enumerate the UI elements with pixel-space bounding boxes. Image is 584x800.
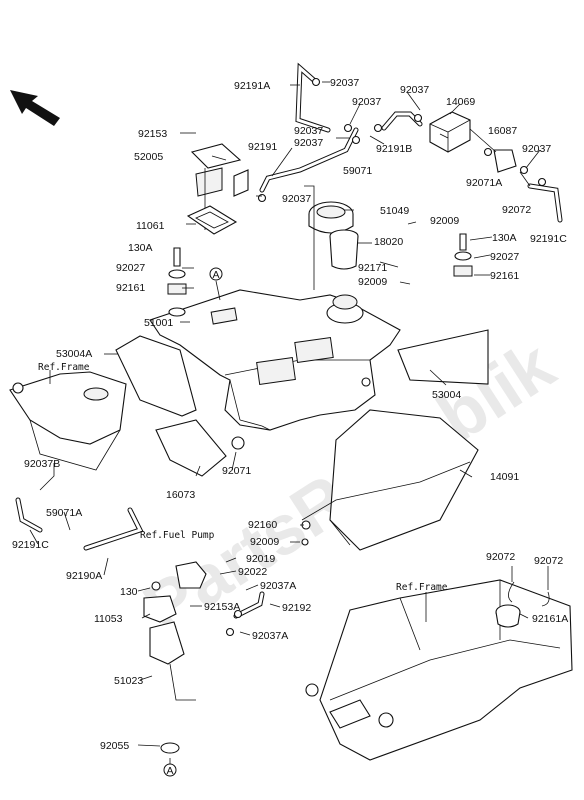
filler-cap: [308, 201, 354, 234]
label-92019: 92019: [246, 553, 275, 565]
clamps: [225, 77, 547, 637]
label-92192: 92192: [282, 602, 311, 614]
label-92161: 92161: [490, 270, 519, 282]
callout-a-top-text: A: [212, 269, 219, 281]
label-92037: 92037: [294, 137, 323, 149]
label-11061: 11061: [136, 220, 165, 232]
label-51023: 51023: [114, 675, 143, 687]
label-92037A: 92037A: [252, 630, 288, 642]
damper-92161A: [495, 581, 550, 628]
gasket: [186, 205, 238, 235]
label-53004: 53004: [432, 389, 461, 401]
tray-14091: [301, 409, 479, 551]
label-92191: 92191: [248, 141, 277, 153]
label-59071A: 59071A: [46, 507, 82, 519]
label-92071A: 92071A: [466, 177, 502, 189]
callout-a-bottom: A: [160, 742, 180, 777]
label-16073: 16073: [166, 489, 195, 501]
label-92022: 92022: [238, 566, 267, 578]
label-92153: 92153: [138, 128, 167, 140]
label-92037: 92037: [282, 193, 311, 205]
part-labels: 92191A 92037 92037 92037 14069 92153 920…: [12, 77, 568, 752]
ref-frame-left: Ref.Frame: [38, 362, 90, 373]
label-14091: 14091: [490, 471, 519, 483]
label-11053: 11053: [94, 613, 123, 625]
label-18020: 18020: [374, 236, 403, 248]
fuel-pump: [143, 561, 207, 701]
label-51049: 51049: [380, 205, 409, 217]
label-92009: 92009: [430, 215, 459, 227]
label-92191B: 92191B: [376, 143, 412, 155]
label-92027: 92027: [490, 251, 519, 263]
label-130: 130: [120, 586, 138, 598]
label-92160: 92160: [248, 519, 277, 531]
label-92190A: 92190A: [66, 570, 102, 582]
label-16087: 16087: [488, 125, 517, 137]
label-52005: 52005: [134, 151, 163, 163]
label-92055: 92055: [100, 740, 129, 752]
frame-left: [9, 371, 127, 471]
label-92027: 92027: [116, 262, 145, 274]
label-92009: 92009: [358, 276, 387, 288]
label-92037B: 92037B: [24, 458, 60, 470]
front-direction-arrow: [10, 90, 60, 126]
label-92161A: 92161A: [532, 613, 568, 625]
label-59071: 59071: [343, 165, 372, 177]
label-92009: 92009: [250, 536, 279, 548]
label-92072: 92072: [486, 551, 515, 563]
label-92037: 92037: [522, 143, 551, 155]
label-92191C: 92191C: [530, 233, 567, 245]
frame-right: [305, 579, 573, 761]
label-92171: 92171: [358, 262, 387, 274]
ref-fuel-pump: Ref.Fuel Pump: [140, 530, 215, 541]
label-92072: 92072: [534, 555, 563, 567]
label-130A: 130A: [128, 242, 153, 254]
label-92191A: 92191A: [234, 80, 270, 92]
label-92072: 92072: [502, 204, 531, 216]
label-92161: 92161: [116, 282, 145, 294]
label-92037A: 92037A: [260, 580, 296, 592]
label-53004A: 53004A: [56, 348, 92, 360]
label-51001: 51001: [144, 317, 173, 329]
label-92071: 92071: [222, 465, 251, 477]
label-14069: 14069: [446, 96, 475, 108]
cover-16073: [155, 419, 227, 477]
label-92191C: 92191C: [12, 539, 49, 551]
cover-53004A: [115, 335, 197, 417]
label-92153A: 92153A: [204, 601, 240, 613]
ref-frame-right: Ref.Frame: [396, 582, 448, 593]
label-92037: 92037: [400, 84, 429, 96]
callout-a-bottom-text: A: [166, 765, 173, 777]
fuel-filter-14069: [429, 111, 471, 153]
strainer: [329, 229, 359, 270]
hoses: [15, 62, 563, 619]
label-92037: 92037: [352, 96, 381, 108]
fuel-pump-plate: [190, 143, 249, 230]
callout-a-top: A: [209, 267, 223, 281]
label-92037: 92037: [330, 77, 359, 89]
bolts: [167, 233, 473, 546]
fuel-tank: [149, 289, 401, 431]
label-130A: 130A: [492, 232, 517, 244]
plate-53004: [397, 329, 489, 385]
valve-16087: [493, 149, 517, 173]
label-92037: 92037: [294, 125, 323, 137]
